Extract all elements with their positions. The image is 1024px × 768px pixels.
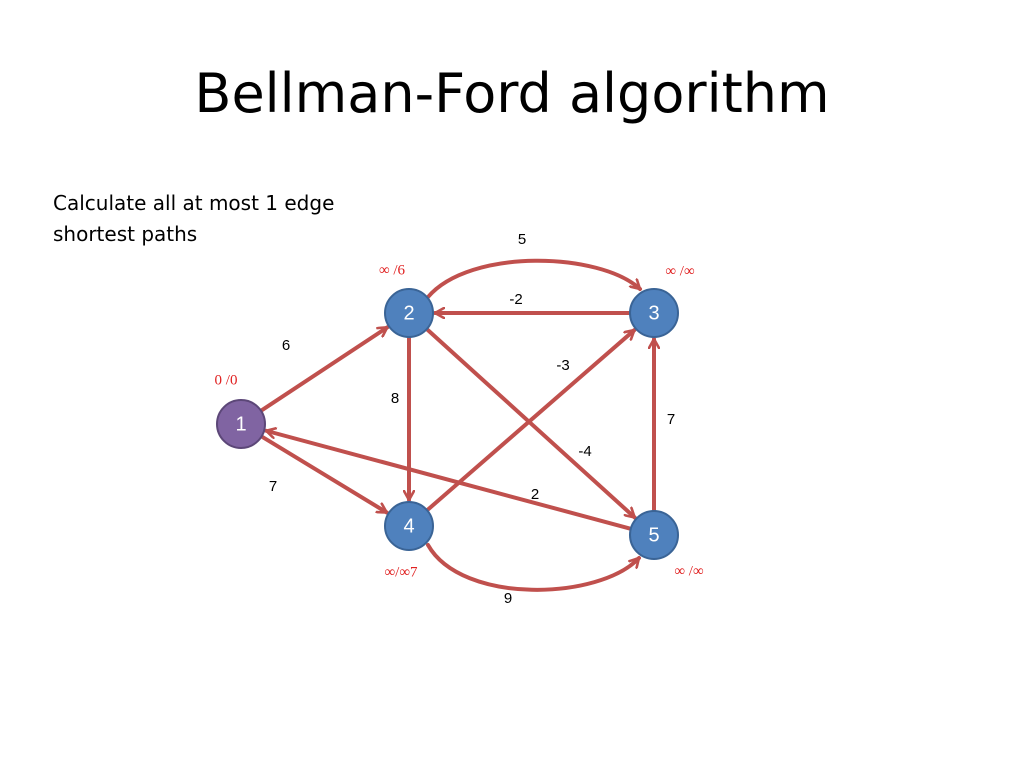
node-3: 3: [629, 288, 679, 338]
edge-weight-4-3: -3: [556, 357, 569, 374]
node-label-2: 2: [403, 302, 414, 324]
distance-labels-layer: 0 /0 ∞ /6 ∞ /∞ ∞/∞7 ∞ /∞: [215, 262, 704, 580]
node-2: 2: [384, 288, 434, 338]
edge-weight-5-1: 2: [531, 486, 539, 503]
node-1: 1: [216, 399, 266, 449]
distance-label-2: ∞ /6: [379, 262, 406, 278]
node-circle-5: [629, 510, 679, 560]
node-circle-2: [384, 288, 434, 338]
edge-weight-2-4: 8: [391, 390, 399, 407]
distance-label-1: 0 /0: [215, 372, 238, 388]
edge-weight-5-3: 7: [667, 411, 675, 428]
distance-label-3: ∞ /∞: [665, 263, 694, 279]
node-4: 4: [384, 501, 434, 551]
edge-weight-1-2: 6: [282, 337, 290, 354]
edge-weight-4-5: 9: [504, 590, 512, 607]
edge-5-1: [264, 431, 632, 531]
nodes-layer: 1 2 3 4 5: [216, 288, 679, 560]
node-label-1: 1: [235, 413, 246, 435]
distance-label-5: ∞ /∞: [674, 563, 703, 579]
edge-labels-layer: 6 7 5 -2 8 -4 -3 9 7 2: [269, 231, 675, 607]
node-label-3: 3: [648, 302, 659, 324]
node-label-4: 4: [403, 515, 414, 537]
slide-title: Bellman-Ford algorithm: [194, 62, 830, 125]
node-circle-4: [384, 501, 434, 551]
slide-subtitle: Calculate all at most 1 edge shortest pa…: [53, 191, 335, 246]
edge-4-3: [425, 328, 637, 512]
edge-2-5: [425, 327, 637, 520]
edge-4-5: [426, 543, 641, 592]
edge-weight-3-2: -2: [509, 291, 522, 308]
distance-label-4: ∞/∞7: [384, 564, 418, 580]
node-circle-1: [216, 399, 266, 449]
edge-2-3: [426, 258, 642, 299]
edge-1-2: [259, 325, 390, 413]
node-circle-3: [629, 288, 679, 338]
edge-1-4: [260, 434, 389, 515]
node-label-5: 5: [648, 524, 659, 546]
node-5: 5: [629, 510, 679, 560]
edges-layer: [259, 258, 654, 592]
edge-weight-1-4: 7: [269, 478, 277, 495]
edge-weight-2-5: -4: [578, 443, 591, 460]
edge-weight-2-3: 5: [518, 231, 526, 248]
